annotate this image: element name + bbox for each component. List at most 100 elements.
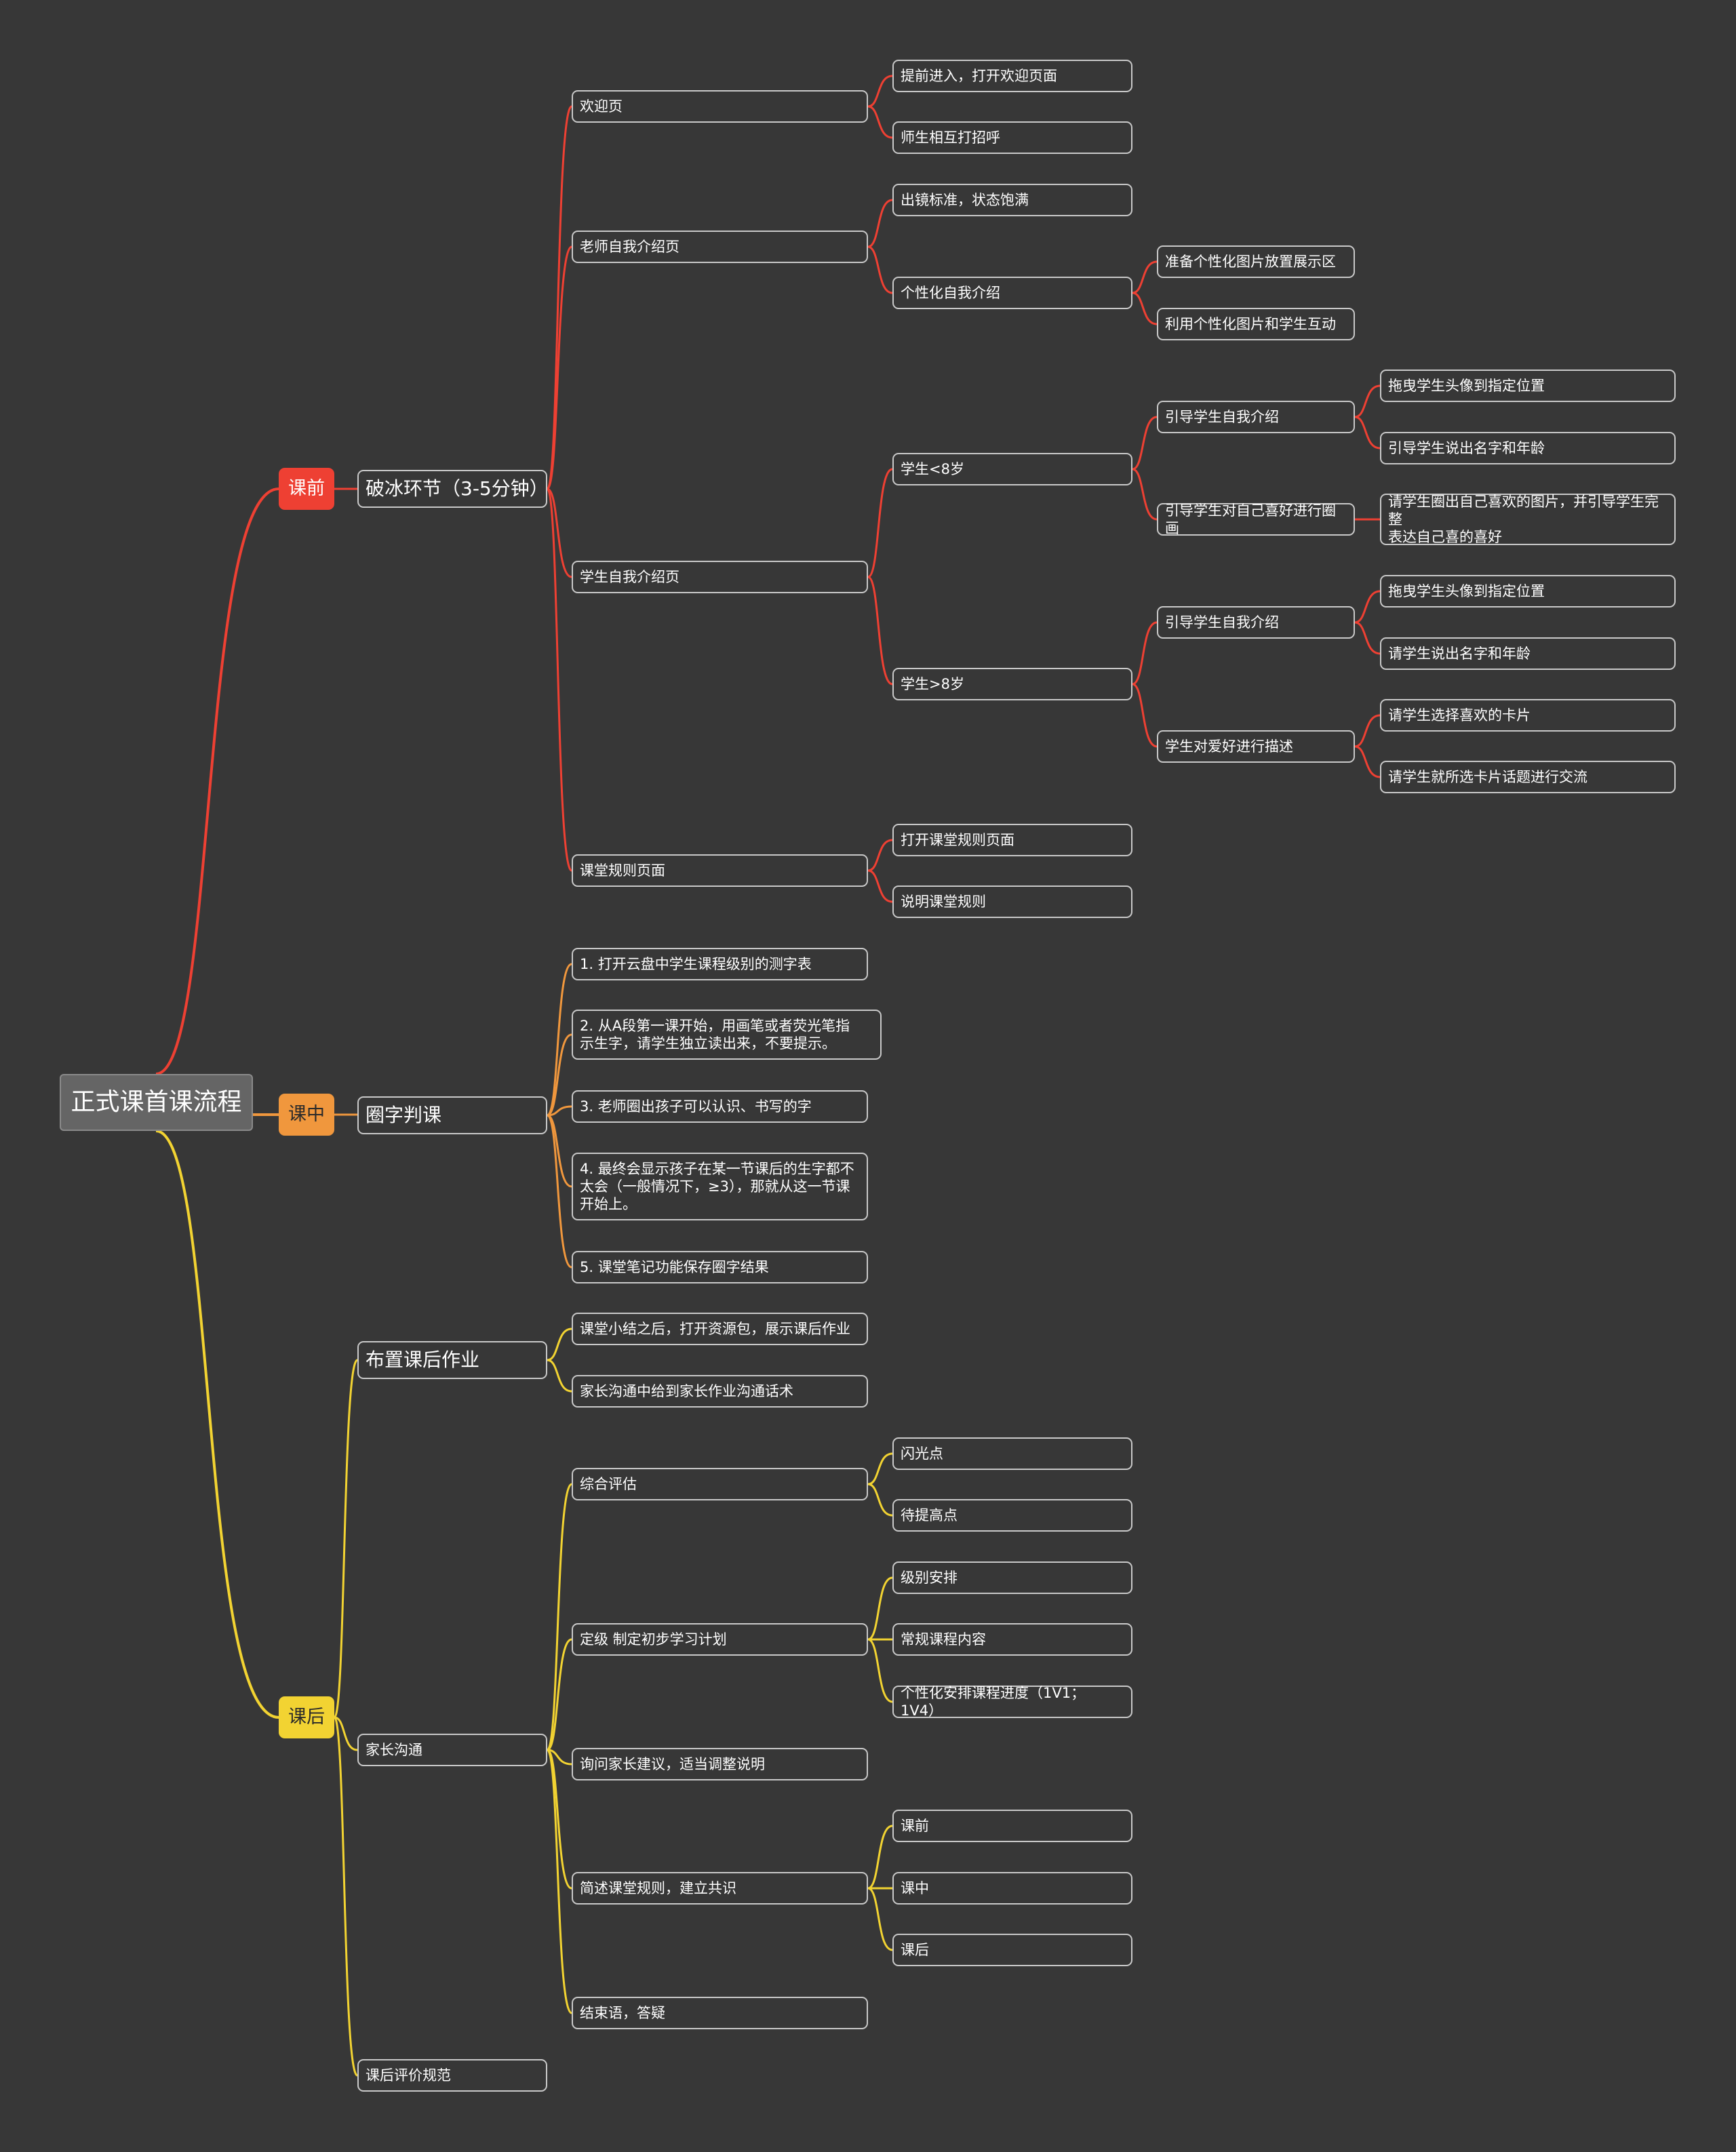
level-item-content[interactable]: 常规课程内容 [892, 1623, 1132, 1656]
circle-step-text: 2. 从A段第一课开始，用画笔或者荧光笔指示生字，请学生独立读出来，不要提示。 [580, 1017, 850, 1052]
connector-line [867, 839, 893, 872]
over8-item-card-talk[interactable]: 请学生就所选卡片话题进行交流 [1380, 761, 1676, 793]
category-in-class[interactable]: 课中 [279, 1094, 334, 1136]
circle-step-text: 3. 老师圈出孩子可以认识、书写的字 [580, 1098, 812, 1115]
category-post-class[interactable]: 课后 [279, 1696, 334, 1738]
under8-item-name-age[interactable]: 引导学生说出名字和年龄 [1380, 432, 1676, 464]
level-item-personal[interactable]: 个性化安排课程进度（1V1； 1V4） [892, 1685, 1132, 1719]
connector-line [1354, 714, 1381, 748]
connector-line [1132, 260, 1158, 294]
under8-item-drag-avatar[interactable]: 拖曳学生头像到指定位置 [1380, 370, 1676, 402]
teacher-standard-node[interactable]: 出镜标准，状态饱满 [892, 184, 1132, 216]
student-under8-label: 学生<8岁 [901, 461, 964, 477]
under8-guide-intro-node[interactable]: 引导学生自我介绍 [1157, 401, 1355, 433]
welcome-item-open[interactable]: 提前进入，打开欢迎页面 [892, 60, 1132, 92]
circle-step[interactable]: 1. 打开云盘中学生课程级别的测字表 [572, 948, 868, 980]
rules-item-open[interactable]: 打开课堂规则页面 [892, 824, 1132, 856]
over8-describe-node[interactable]: 学生对爱好进行描述 [1157, 730, 1355, 763]
evaluation-standard-node[interactable]: 课后评价规范 [357, 2059, 547, 2092]
circle-judge-node[interactable]: 圈字判课 [357, 1096, 547, 1134]
connector-line [155, 1130, 279, 1719]
connector-line [867, 199, 893, 248]
overall-item-improve-label: 待提高点 [901, 1507, 958, 1523]
connector-line [333, 1716, 359, 2077]
teacher-personal-item-prepare[interactable]: 准备个性化图片放置展示区 [1157, 245, 1355, 278]
circle-step[interactable]: 2. 从A段第一课开始，用画笔或者荧光笔指示生字，请学生独立读出来，不要提示。 [572, 1010, 882, 1060]
level-plan-node[interactable]: 定级 制定初步学习计划 [572, 1623, 868, 1656]
student-under8-node[interactable]: 学生<8岁 [892, 453, 1132, 485]
teacher-intro-node[interactable]: 老师自我介绍页 [572, 231, 868, 263]
level-item-arrange[interactable]: 级别安排 [892, 1561, 1132, 1594]
level-item-personal-label: 个性化安排课程进度（1V1； 1V4） [901, 1685, 1086, 1719]
parent-advice-node[interactable]: 询问家长建议，适当调整说明 [572, 1748, 868, 1780]
over8-item-name-age[interactable]: 请学生说出名字和年龄 [1380, 637, 1676, 670]
root-node[interactable]: 正式课首课流程 [60, 1074, 253, 1131]
connector-line [1132, 621, 1158, 685]
icebreak-node[interactable]: 破冰环节（3-5分钟） [357, 470, 549, 508]
student-over8-node[interactable]: 学生>8岁 [892, 668, 1132, 700]
rules-consensus-node[interactable]: 简述课堂规则，建立共识 [572, 1872, 868, 1905]
connector-line [1354, 590, 1381, 624]
circle-step-text: 5. 课堂笔记功能保存圈字结果 [580, 1258, 769, 1276]
rules-item-explain[interactable]: 说明课堂规则 [892, 885, 1132, 918]
icebreak-label: 破冰环节（3-5分钟） [366, 477, 549, 500]
welcome-item-greet[interactable]: 师生相互打招呼 [892, 121, 1132, 154]
rules-consensus-item-post[interactable]: 课后 [892, 1934, 1132, 1966]
parent-comm-node[interactable]: 家长沟通 [357, 1734, 547, 1766]
student-intro-label: 学生自我介绍页 [580, 569, 679, 585]
connector-line [547, 963, 572, 1117]
welcome-page-node[interactable]: 欢迎页 [572, 90, 868, 123]
over8-guide-intro-label: 引导学生自我介绍 [1165, 614, 1279, 631]
welcome-page-label: 欢迎页 [580, 98, 623, 115]
connector-line [867, 1638, 893, 1703]
over8-item-choose-card[interactable]: 请学生选择喜欢的卡片 [1380, 699, 1676, 732]
connector-line [547, 1638, 572, 1751]
over8-guide-intro-node[interactable]: 引导学生自我介绍 [1157, 606, 1355, 639]
teacher-personal-label: 个性化自我介绍 [901, 285, 1000, 301]
circle-step-line: 1. 打开云盘中学生课程级别的测字表 [580, 956, 812, 972]
homework-item-show[interactable]: 课堂小结之后，打开资源包，展示课后作业 [572, 1313, 868, 1345]
rules-consensus-item-mid[interactable]: 课中 [892, 1872, 1132, 1905]
rules-consensus-item-pre-label: 课前 [901, 1818, 929, 1834]
rules-item-open-label: 打开课堂规则页面 [901, 832, 1014, 848]
connector-line [333, 1359, 359, 1719]
connector-line [867, 1576, 893, 1641]
overall-item-improve[interactable]: 待提高点 [892, 1499, 1132, 1532]
connector-line [1132, 292, 1158, 325]
connector-line [547, 1749, 572, 1890]
under8-guide-circle-node[interactable]: 引导学生对自己喜好进行圈画 [1157, 502, 1355, 536]
circle-step[interactable]: 4. 最终会显示孩子在某一节课后的生字都不太会（一般情况下，≥3），那就从这一节… [572, 1153, 868, 1220]
connector-line [547, 1033, 572, 1117]
category-pre-class[interactable]: 课前 [279, 468, 334, 510]
student-intro-node[interactable]: 学生自我介绍页 [572, 561, 868, 593]
circle-step-line: 开始上。 [580, 1196, 637, 1212]
overall-eval-node[interactable]: 综合评估 [572, 1468, 868, 1500]
connector-line [1354, 384, 1381, 418]
over8-item-drag-avatar[interactable]: 拖曳学生头像到指定位置 [1380, 575, 1676, 607]
level-item-content-label: 常规课程内容 [901, 1631, 986, 1648]
connector-line [546, 1749, 573, 2014]
under8-guide-intro-label: 引导学生自我介绍 [1165, 409, 1279, 425]
teacher-personal-node[interactable]: 个性化自我介绍 [892, 277, 1132, 309]
homework-item-script[interactable]: 家长沟通中给到家长作业沟通话术 [572, 1375, 868, 1408]
teacher-personal-item-interact[interactable]: 利用个性化图片和学生互动 [1157, 308, 1355, 340]
connector-line [1132, 683, 1158, 748]
circle-step[interactable]: 5. 课堂笔记功能保存圈字结果 [572, 1251, 868, 1283]
under8-circle-detail[interactable]: 请学生圈出自己喜欢的图片，并引导学生完整表达自己喜的喜好 [1380, 494, 1676, 545]
homework-label: 布置课后作业 [366, 1349, 480, 1371]
under8-circle-detail-line: 表达自己喜的喜好 [1388, 529, 1502, 545]
connector-line [867, 1825, 893, 1890]
homework-node[interactable]: 布置课后作业 [357, 1341, 547, 1379]
connector-line [334, 1716, 358, 1751]
closing-node[interactable]: 结束语，答疑 [572, 1997, 868, 2029]
connector-line [547, 1105, 572, 1117]
overall-item-highlight[interactable]: 闪光点 [892, 1437, 1132, 1470]
under8-item-drag-avatar-label: 拖曳学生头像到指定位置 [1388, 378, 1545, 394]
teacher-personal-item-prepare-label: 准备个性化图片放置展示区 [1165, 254, 1336, 270]
teacher-standard-label: 出镜标准，状态饱满 [901, 192, 1029, 208]
rules-page-label: 课堂规则页面 [580, 862, 665, 879]
rules-page-node[interactable]: 课堂规则页面 [572, 854, 868, 887]
circle-step[interactable]: 3. 老师圈出孩子可以认识、书写的字 [572, 1090, 868, 1123]
rules-consensus-item-pre[interactable]: 课前 [892, 1810, 1132, 1842]
root-label: 正式课首课流程 [71, 1088, 242, 1116]
